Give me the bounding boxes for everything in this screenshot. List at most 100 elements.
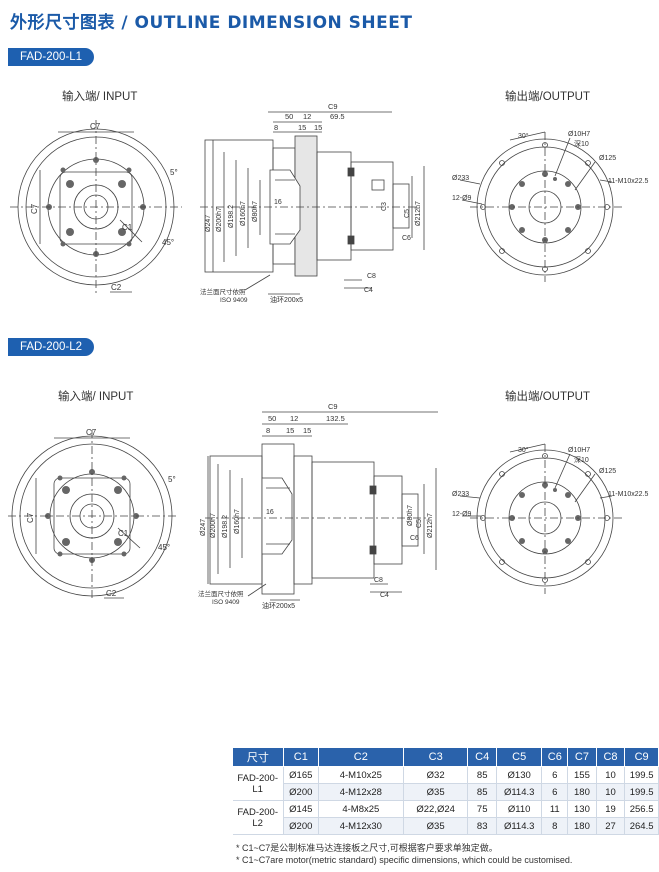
model-cell-l1: FAD-200-L1 xyxy=(232,766,284,801)
dim15a-label-l2: 15 xyxy=(286,426,294,435)
table-cell: 256.5 xyxy=(624,800,659,818)
dim50-label-l1: 50 xyxy=(285,112,293,121)
dim69-label-l1: 69.5 xyxy=(330,112,345,121)
table-cell: 199.5 xyxy=(624,766,659,784)
footnote-cn: * C1~C7是公制标准马达连接板之尺寸,可根据客户要求单独定做。 xyxy=(236,843,498,853)
table-cell: 11 xyxy=(541,800,569,818)
d125-label-l1: Ø125 xyxy=(599,155,616,162)
header-c9: C9 xyxy=(624,747,659,767)
d233-label-l1: Ø233 xyxy=(452,175,469,182)
table-cell: Ø114.3 xyxy=(496,817,543,835)
c6-label-l2: C6 xyxy=(410,535,419,542)
d160-label-l2: Ø160h7 xyxy=(234,509,241,534)
table-cell: Ø165 xyxy=(283,766,319,784)
table-cell: 199.5 xyxy=(624,783,659,801)
dim12-label-l2: 12 xyxy=(290,414,298,423)
table-row: FAD-200-L1 Ø165 4-M10x25 Ø32 85 Ø130 6 1… xyxy=(232,766,659,801)
d198-label-l2: Ø198.2 xyxy=(222,515,229,538)
table-row: Ø200 4-M12x30 Ø35 83 Ø114.3 8 180 27 264… xyxy=(233,817,659,835)
table-cell: 4-M12x30 xyxy=(318,817,404,835)
table-cell: 6 xyxy=(541,766,569,784)
angle45-label-l1: 45° xyxy=(162,238,174,247)
output-flange-view-l2 xyxy=(459,443,622,594)
table-cell: Ø32 xyxy=(403,766,469,784)
d125-label-l2: Ø125 xyxy=(599,468,616,475)
table-row: Ø200 4-M12x28 Ø35 85 Ø114.3 6 180 10 199… xyxy=(233,783,659,801)
table-cell: 19 xyxy=(596,800,626,818)
dim16-label-l2: 16 xyxy=(266,509,274,516)
table-cell: Ø110 xyxy=(496,800,543,818)
header-c6: C6 xyxy=(541,747,569,767)
table-cell: 85 xyxy=(467,783,497,801)
dimension-table: 尺寸 C1 C2 C3 C4 C5 C6 C7 C8 C9 FAD-200-L1… xyxy=(232,747,659,835)
c5-label-l1: C5 xyxy=(404,209,411,218)
d233-label-l2: Ø233 xyxy=(452,491,469,498)
side-section-view-l2 xyxy=(205,411,438,601)
table-cell: 155 xyxy=(567,766,597,784)
table-cell: Ø35 xyxy=(403,817,469,835)
footnotes: * C1~C7是公制标准马达连接板之尺寸,可根据客户要求单独定做。 * C1~C… xyxy=(236,842,572,866)
d10-label-l1: Ø10H7 xyxy=(568,131,590,138)
dim8-label-l1: 8 xyxy=(274,123,278,132)
holes12-label-l1: 12-Ø9 xyxy=(452,195,472,202)
input-flange-view-l2 xyxy=(8,430,178,599)
c7-side-label-l2: C7 xyxy=(26,512,35,523)
table-cell: 180 xyxy=(567,817,597,835)
angle5-label-l1: 5° xyxy=(170,168,178,177)
d80-label-l1: Ø80h7 xyxy=(252,201,259,222)
input-flange-view-l1 xyxy=(10,120,182,295)
header-size: 尺寸 xyxy=(232,747,284,767)
table-cell: 264.5 xyxy=(624,817,659,835)
c9-label-l2: C9 xyxy=(328,402,338,411)
table-header-row: 尺寸 C1 C2 C3 C4 C5 C6 C7 C8 C9 xyxy=(232,747,659,767)
c9-label-l1: C9 xyxy=(328,102,338,111)
dim15a-label-l1: 15 xyxy=(298,123,306,132)
c1-hole-label-l2: C1 xyxy=(118,529,129,538)
deep10-label-l1: 深10 xyxy=(574,139,589,148)
header-c3: C3 xyxy=(402,747,469,767)
header-c2: C2 xyxy=(317,747,404,767)
dim50-label-l2: 50 xyxy=(268,414,276,423)
dim12-label-l1: 12 xyxy=(303,112,311,121)
header-c1: C1 xyxy=(282,747,319,767)
angle30-label-l2: 30° xyxy=(518,446,529,454)
table-cell: 4-M8x25 xyxy=(318,800,404,818)
footnote-en: * C1~C7are motor(metric standard) specif… xyxy=(236,855,573,865)
d200-label-l1: Ø200h7 xyxy=(216,207,223,232)
table-cell: 6 xyxy=(541,783,569,801)
page-title: 外形尺寸图表 / OUTLINE DIMENSION SHEET xyxy=(10,13,413,33)
oil-ring-label-l1: 油环200x5 xyxy=(270,295,303,304)
flange-note2-l2: ISO 9409 xyxy=(212,599,240,606)
d247-label-l2: Ø247 xyxy=(200,519,207,536)
d212-label-l2: Ø212h7 xyxy=(427,513,434,538)
dim8-label-l2: 8 xyxy=(266,426,270,435)
table-cell: 8 xyxy=(541,817,569,835)
header-c5: C5 xyxy=(495,747,543,767)
model-tag-l1: FAD-200-L1 xyxy=(8,48,95,66)
table-cell: Ø130 xyxy=(496,766,543,784)
c6-label-l1: C6 xyxy=(402,235,411,242)
d80-label-l2: Ø80h7 xyxy=(407,505,414,526)
table-cell: 85 xyxy=(467,766,497,784)
table-cell: 10 xyxy=(596,766,626,784)
angle45-label-l2: 45° xyxy=(158,543,170,552)
flange-note1-l2: 法兰面尺寸依照 xyxy=(198,589,244,598)
table-cell: Ø200 xyxy=(283,783,319,801)
table-cell: Ø200 xyxy=(283,817,319,835)
c8-label-l2: C8 xyxy=(374,577,383,584)
output-view-label-l2: 输出端/OUTPUT xyxy=(505,391,590,403)
flange-note2-l1: ISO 9409 xyxy=(220,297,248,304)
c7-side-label-l1: C7 xyxy=(30,203,39,214)
c8-label-l1: C8 xyxy=(367,273,376,280)
c5-label-l2: C5 xyxy=(416,519,423,528)
output-flange-view-l1 xyxy=(459,131,622,282)
d198-label-l1: Ø198.2 xyxy=(228,205,235,228)
drawing-l2: C7 C7 C2 5° 45° C1 C9 50 12 132.5 8 15 1… xyxy=(8,402,648,610)
table-cell: Ø114.3 xyxy=(496,783,543,801)
input-view-label-l2: 输入端/ INPUT xyxy=(58,391,134,403)
d160-label-l1: Ø160h7 xyxy=(240,201,247,226)
table-row: FAD-200-L2 Ø145 4-M8x25 Ø22,Ø24 75 Ø110 … xyxy=(232,800,659,835)
table-cell: 4-M10x25 xyxy=(318,766,404,784)
model-cell-l2: FAD-200-L2 xyxy=(232,800,284,835)
dim15b-label-l2: 15 xyxy=(303,426,311,435)
